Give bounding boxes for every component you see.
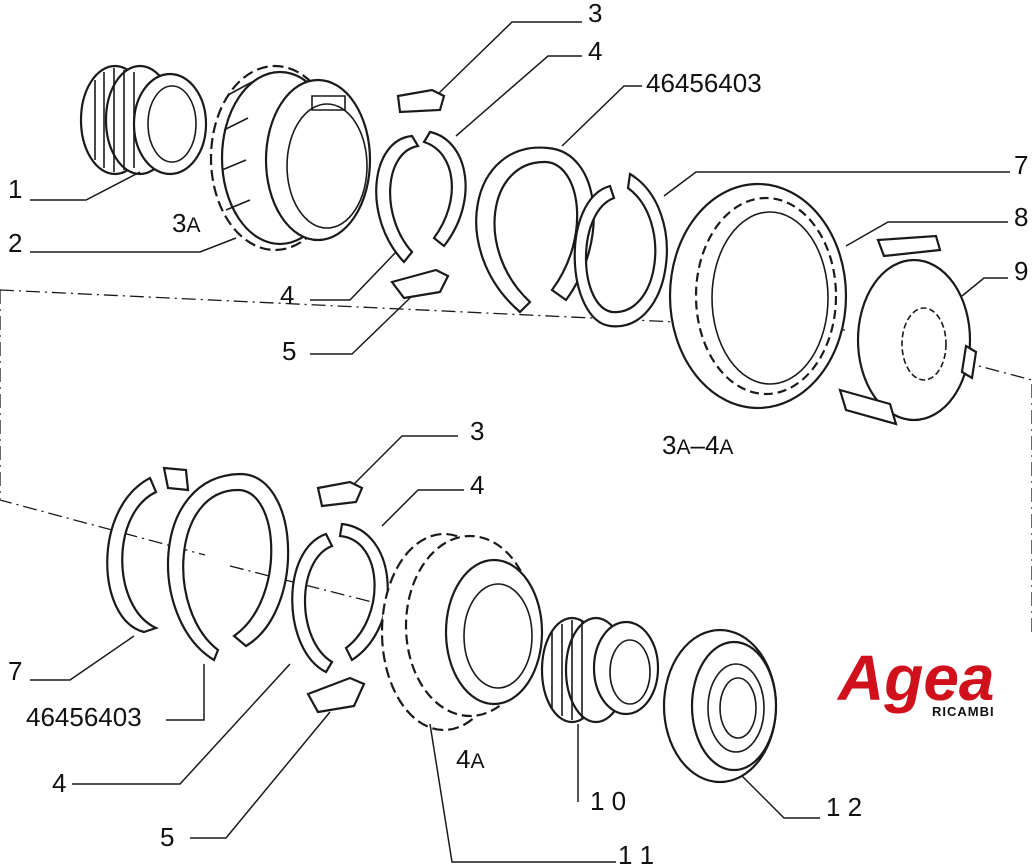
ball-bearing-12: [662, 628, 778, 784]
callout-part-number-top: 46456403: [646, 68, 762, 98]
callout-3-bottom: 3: [470, 416, 484, 446]
sync-label-dash: –: [690, 430, 705, 460]
snap-ring-7-bottom: [106, 476, 159, 634]
snap-ring-tab-bottom: [162, 466, 190, 492]
logo-tagline: RICAMBI: [932, 704, 995, 719]
synchro-half-ring-top-right: [422, 130, 467, 248]
needle-roller-bearing-top: [79, 64, 208, 176]
synchro-ring-46456403-top: [475, 146, 595, 314]
callout-4-low: 4: [52, 768, 66, 798]
callout-11: 1 1: [618, 840, 654, 867]
synchro-key-top: [396, 88, 446, 114]
callout-12: 1 2: [826, 792, 862, 822]
callout-4-mid: 4: [280, 280, 294, 310]
synchro-half-ring-bottom-right: [338, 522, 389, 662]
needle-roller-bearing-bottom: [540, 616, 660, 724]
synchro-key-lower-top: [390, 268, 450, 300]
logo-brand: Agea: [836, 642, 995, 714]
callout-2: 2: [8, 228, 22, 258]
synchro-ring-46456403-bottom: [166, 472, 290, 662]
synchro-key-bottom: [316, 480, 364, 508]
callout-9: 9: [1014, 256, 1028, 286]
callout-part-number-bottom: 46456403: [26, 702, 142, 732]
synchro-key-lower-bottom: [306, 676, 366, 714]
callout-4-bottom: 4: [470, 470, 484, 500]
gear-4a-number: 4: [456, 744, 470, 774]
sync-label-num-b: 4: [705, 430, 719, 460]
synchro-hub-9: [838, 234, 978, 426]
sync-sleeve-label: 3A–4A: [662, 430, 733, 460]
synchro-sleeve-3a-4a: [668, 182, 848, 410]
gear-4a: [380, 532, 544, 732]
sync-label-num-a: 3: [662, 430, 676, 460]
callout-7-top: 7: [1014, 150, 1028, 180]
callout-5-top: 5: [282, 336, 296, 366]
snap-ring-7-top: [573, 172, 668, 328]
gear-3a-label: 3A: [172, 208, 200, 238]
gear-3a-subscript: A: [186, 214, 200, 237]
sync-label-sub-a: A: [676, 436, 690, 459]
callout-4-top: 4: [588, 36, 602, 66]
callout-7-bottom: 7: [8, 656, 22, 686]
callout-8: 8: [1014, 202, 1028, 232]
leader-lines: [30, 21, 1010, 863]
gear-3a: [209, 64, 372, 252]
gear-4a-label: 4A: [456, 744, 484, 774]
callout-5-bottom: 5: [160, 822, 174, 852]
gear-3a-number: 3: [172, 208, 186, 238]
sync-label-sub-b: A: [719, 436, 733, 459]
gear-4a-subscript: A: [470, 750, 484, 773]
synchro-half-ring-top-left: [375, 134, 420, 264]
callout-3-top: 3: [588, 0, 602, 28]
callout-1: 1: [8, 174, 22, 204]
synchro-half-ring-bottom-left: [291, 532, 334, 674]
agea-ricambi-logo: Agea RICAMBI: [836, 642, 995, 719]
callout-10: 1 0: [590, 786, 626, 816]
